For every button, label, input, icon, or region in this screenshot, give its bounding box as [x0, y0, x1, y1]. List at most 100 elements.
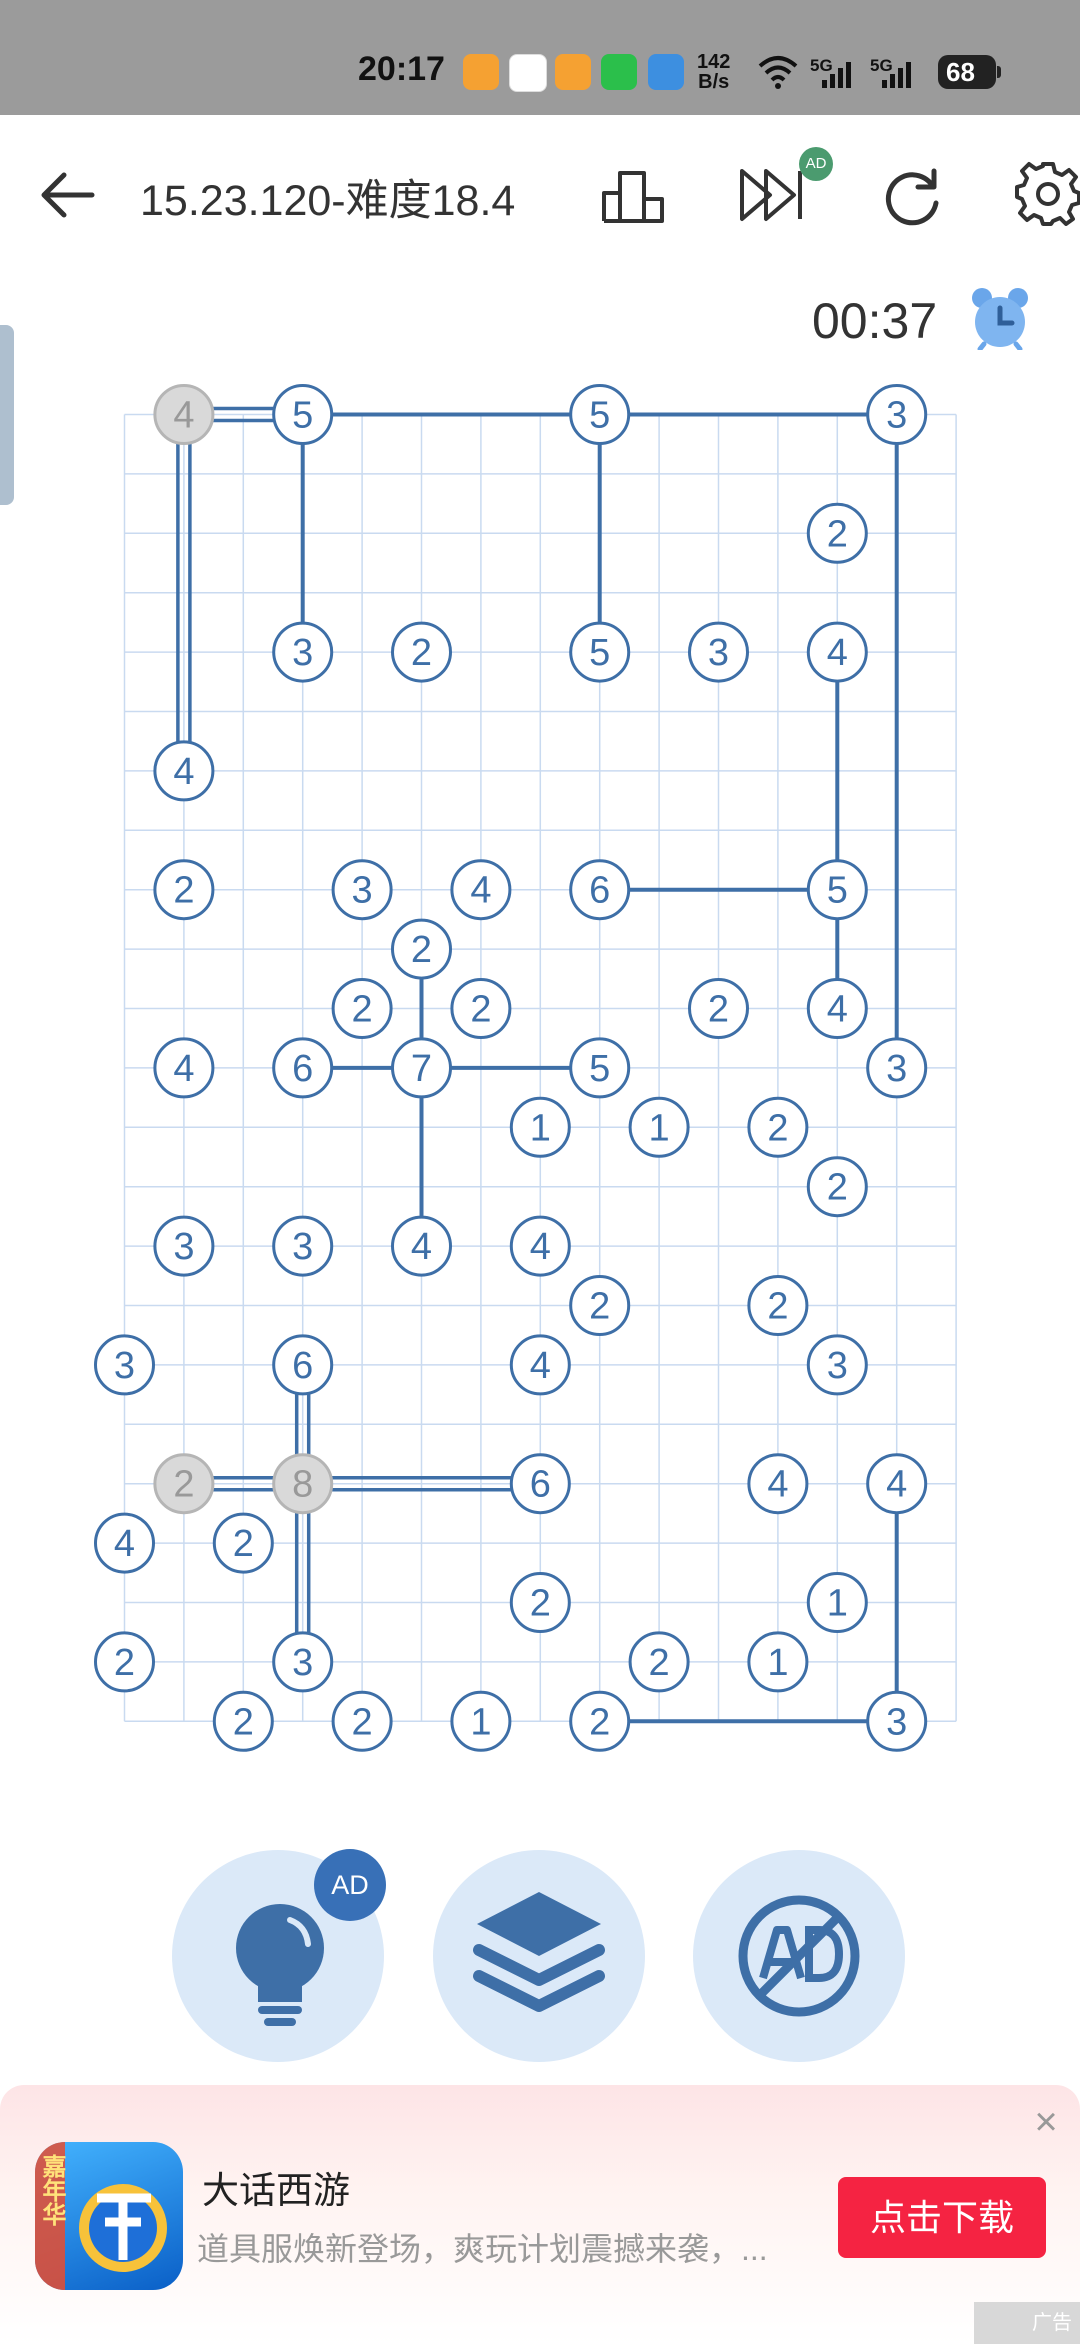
- island[interactable]: 3: [272, 1631, 334, 1693]
- island-circle[interactable]: [509, 1572, 571, 1633]
- island[interactable]: 3: [272, 621, 334, 683]
- island-circle[interactable]: [747, 1631, 809, 1693]
- island-circle[interactable]: [450, 978, 512, 1039]
- island[interactable]: 3: [866, 1037, 928, 1099]
- island[interactable]: 5: [569, 621, 631, 683]
- island-circle[interactable]: [688, 978, 749, 1039]
- island[interactable]: 4: [806, 978, 868, 1039]
- island-circle[interactable]: [866, 384, 928, 445]
- island[interactable]: 1: [806, 1572, 868, 1633]
- download-button[interactable]: 点击下载: [838, 2177, 1046, 2258]
- side-drawer-handle[interactable]: [0, 325, 14, 505]
- remove-ads-button[interactable]: [693, 1850, 905, 2062]
- island[interactable]: 2: [212, 1690, 274, 1752]
- island-circle[interactable]: [806, 502, 868, 564]
- island[interactable]: 4: [94, 1512, 155, 1574]
- settings-gear-icon[interactable]: [1015, 160, 1080, 226]
- island[interactable]: 8: [272, 1453, 334, 1515]
- island[interactable]: 2: [391, 621, 452, 683]
- island-circle[interactable]: [331, 978, 393, 1039]
- island-circle[interactable]: [747, 1453, 809, 1515]
- island-circle[interactable]: [806, 1156, 868, 1218]
- island[interactable]: 4: [866, 1453, 928, 1515]
- island[interactable]: 4: [153, 1037, 215, 1099]
- island-circle[interactable]: [569, 1690, 631, 1752]
- island[interactable]: 3: [866, 1690, 928, 1752]
- island-circle[interactable]: [509, 1215, 571, 1277]
- hint-button[interactable]: [172, 1850, 384, 2062]
- island-circle[interactable]: [153, 1037, 215, 1099]
- island[interactable]: 2: [628, 1631, 690, 1693]
- island-circle-completed[interactable]: [153, 384, 215, 445]
- island[interactable]: 2: [569, 1690, 631, 1752]
- island[interactable]: 7: [391, 1037, 452, 1099]
- island[interactable]: 2: [806, 1156, 868, 1218]
- island-circle[interactable]: [628, 1631, 690, 1693]
- island-circle[interactable]: [272, 384, 334, 445]
- app-logo[interactable]: 嘉年华: [35, 2142, 183, 2290]
- island-circle[interactable]: [806, 621, 868, 683]
- island-circle[interactable]: [212, 1512, 274, 1574]
- island[interactable]: 3: [806, 1334, 868, 1396]
- island-circle[interactable]: [272, 1215, 334, 1277]
- island-circle[interactable]: [212, 1690, 274, 1752]
- island-circle[interactable]: [331, 1690, 393, 1752]
- island[interactable]: 2: [688, 978, 749, 1039]
- island-circle[interactable]: [806, 978, 868, 1039]
- island-circle[interactable]: [153, 859, 215, 921]
- island-circle[interactable]: [806, 859, 868, 921]
- island[interactable]: 5: [569, 1037, 631, 1099]
- island[interactable]: 4: [450, 859, 512, 921]
- island[interactable]: 6: [272, 1334, 334, 1396]
- island[interactable]: 4: [153, 384, 215, 445]
- island-circle-completed[interactable]: [272, 1453, 334, 1515]
- island[interactable]: 3: [866, 384, 928, 445]
- island[interactable]: 2: [806, 502, 868, 564]
- island-circle[interactable]: [391, 1215, 452, 1277]
- island[interactable]: 5: [272, 384, 334, 445]
- island[interactable]: 5: [806, 859, 868, 921]
- island-circle[interactable]: [94, 1512, 155, 1574]
- close-ad-icon[interactable]: ×: [1034, 2100, 1058, 2144]
- island[interactable]: 2: [391, 918, 452, 980]
- skip-level-icon[interactable]: [736, 165, 808, 225]
- island[interactable]: 1: [509, 1096, 571, 1158]
- island-circle[interactable]: [450, 1690, 512, 1752]
- island-circle[interactable]: [569, 859, 631, 921]
- island-circle[interactable]: [94, 1631, 155, 1693]
- island-circle[interactable]: [569, 1275, 631, 1336]
- island-circle[interactable]: [509, 1334, 571, 1396]
- island-circle[interactable]: [569, 621, 631, 683]
- island-circle[interactable]: [272, 1334, 334, 1396]
- island-circle[interactable]: [450, 859, 512, 921]
- island[interactable]: 1: [450, 1690, 512, 1752]
- island[interactable]: 3: [688, 621, 749, 683]
- island[interactable]: 2: [450, 978, 512, 1039]
- island[interactable]: 2: [569, 1275, 631, 1336]
- leaderboard-icon[interactable]: [600, 165, 666, 225]
- island[interactable]: 3: [331, 859, 393, 921]
- island-circle[interactable]: [806, 1572, 868, 1633]
- island-circle[interactable]: [391, 918, 452, 980]
- island[interactable]: 2: [509, 1572, 571, 1633]
- island[interactable]: 3: [272, 1215, 334, 1277]
- island-circle[interactable]: [153, 740, 215, 802]
- island[interactable]: 1: [747, 1631, 809, 1693]
- island-circle[interactable]: [272, 1037, 334, 1099]
- island[interactable]: 4: [509, 1215, 571, 1277]
- island-circle[interactable]: [509, 1453, 571, 1515]
- island-circle[interactable]: [747, 1096, 809, 1158]
- island[interactable]: 2: [747, 1275, 809, 1336]
- island-circle[interactable]: [153, 1215, 215, 1277]
- island[interactable]: 3: [153, 1215, 215, 1277]
- island-circle[interactable]: [272, 621, 334, 683]
- layers-button[interactable]: [433, 1850, 645, 2062]
- island-circle[interactable]: [391, 621, 452, 683]
- island-circle[interactable]: [569, 384, 631, 445]
- island[interactable]: 2: [331, 978, 393, 1039]
- island-circle[interactable]: [94, 1334, 155, 1396]
- island-circle[interactable]: [866, 1690, 928, 1752]
- island[interactable]: 6: [272, 1037, 334, 1099]
